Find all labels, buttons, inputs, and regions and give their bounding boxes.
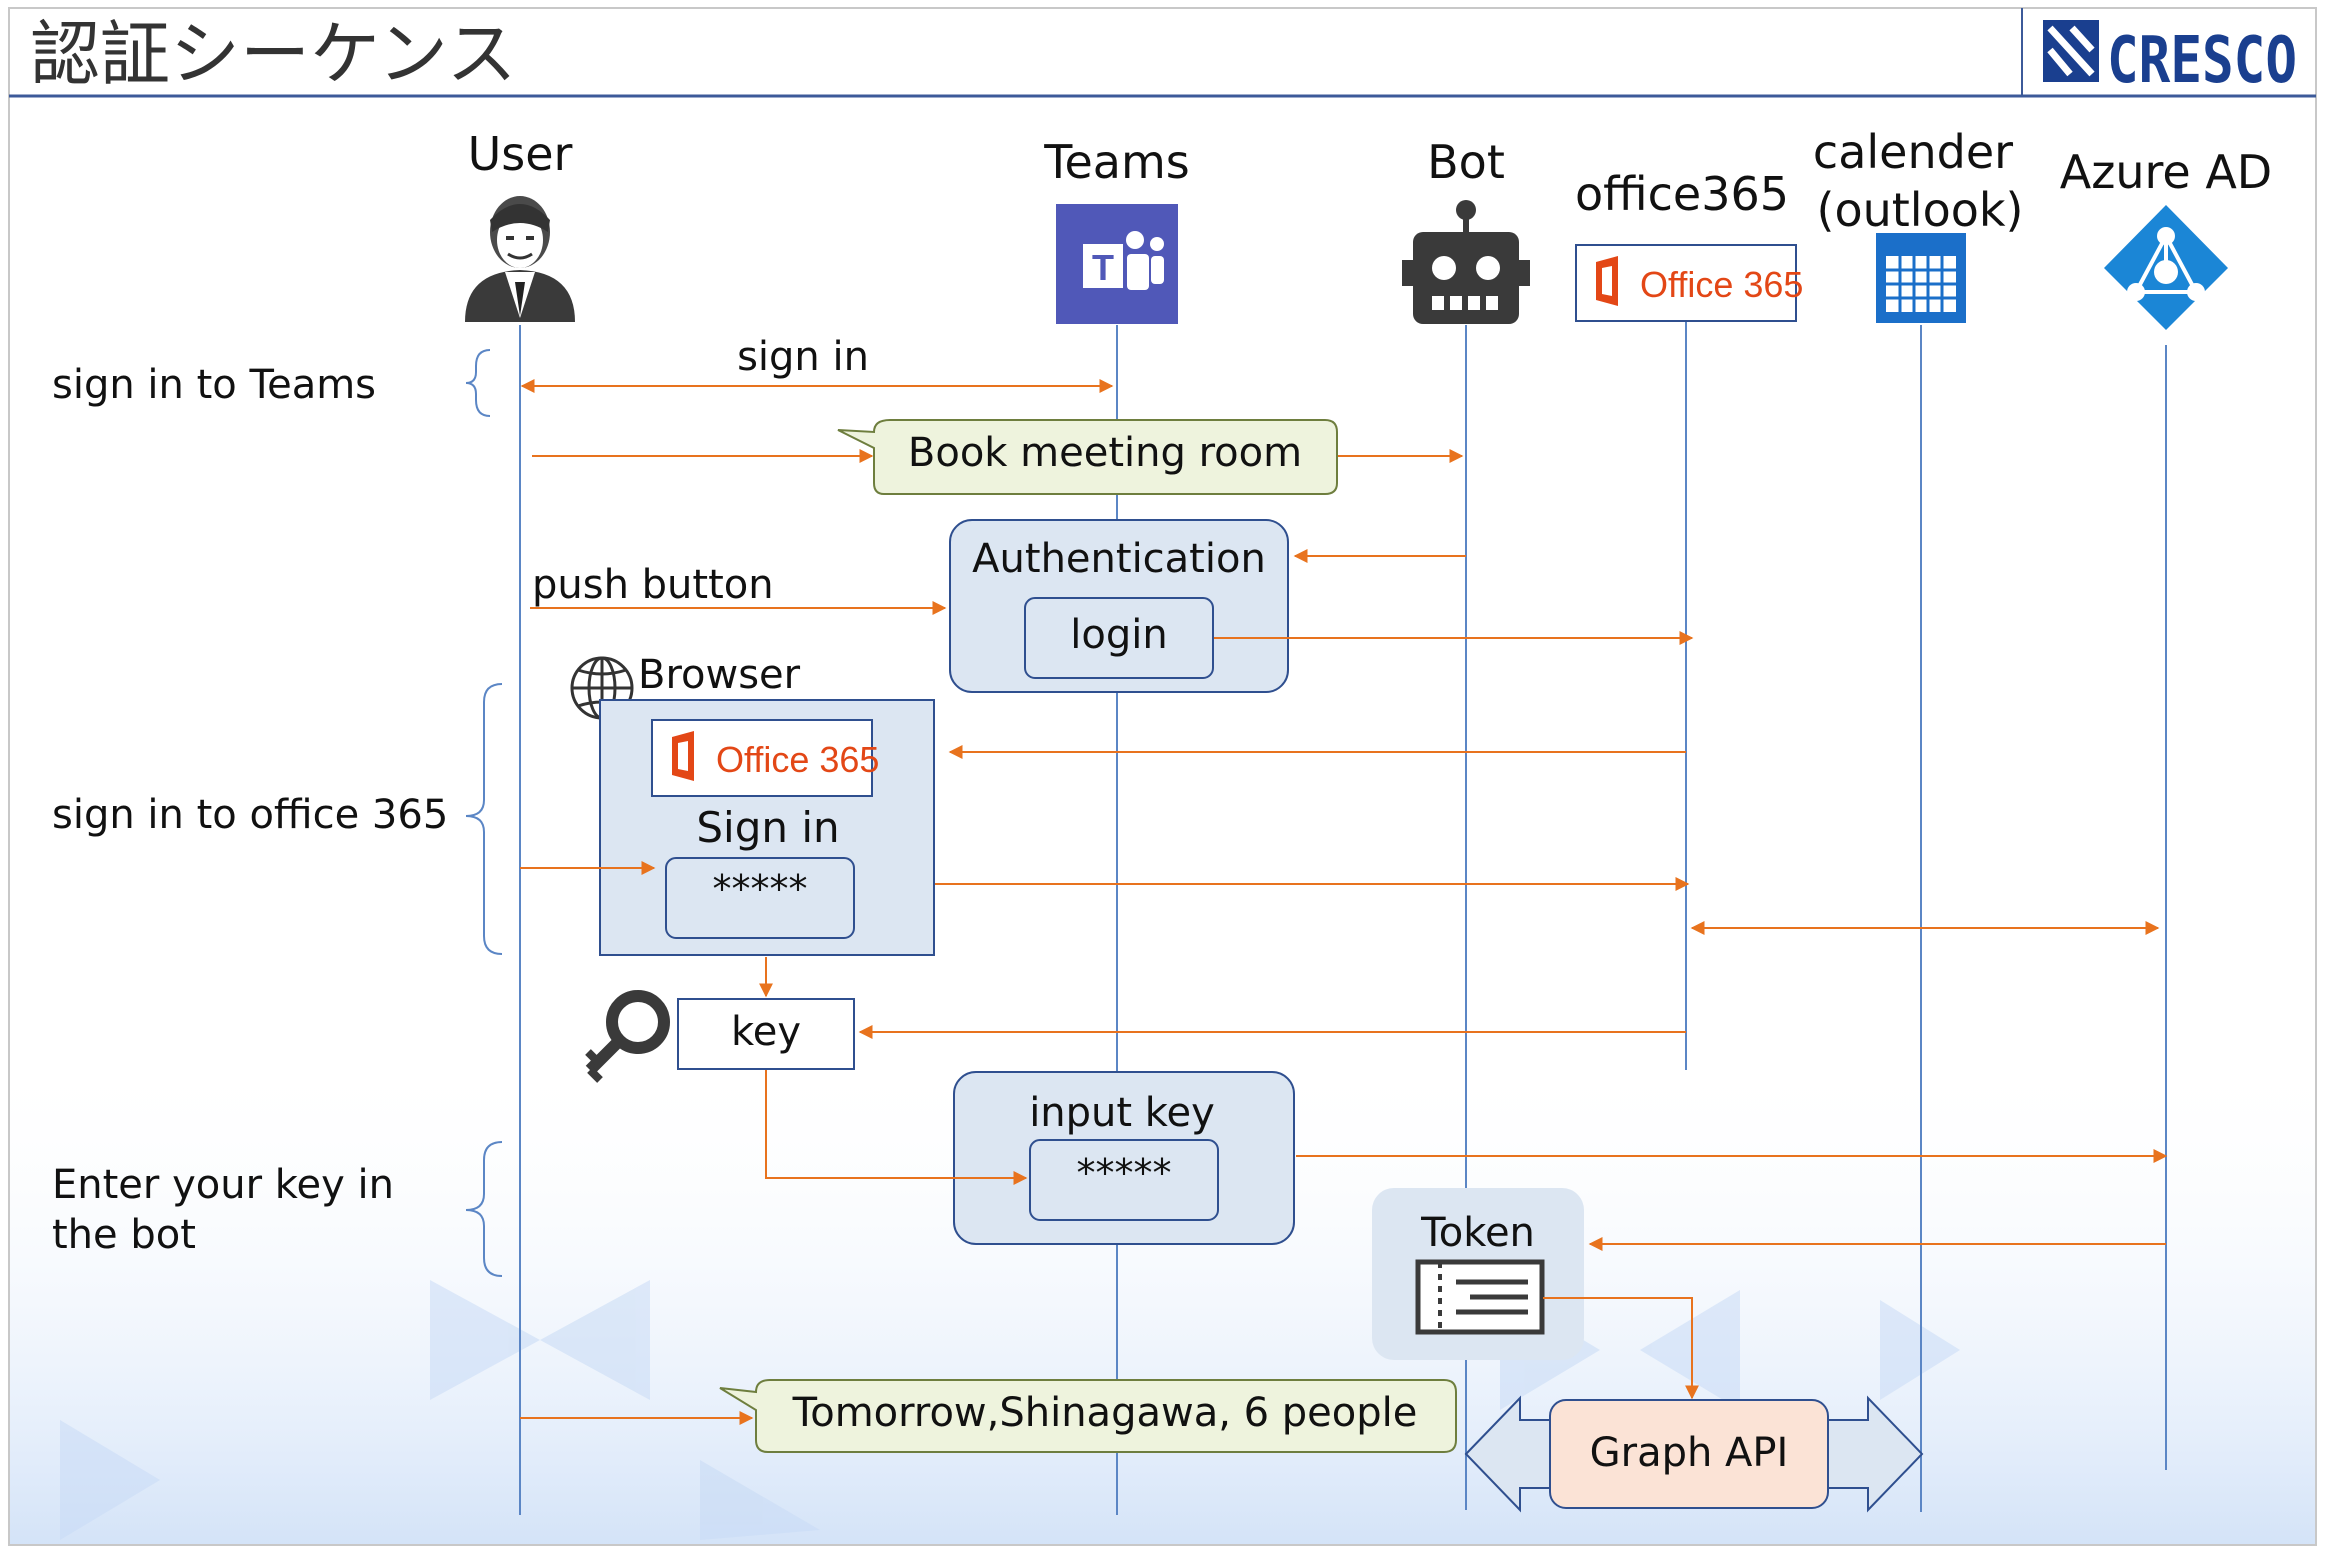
phase-brace-office bbox=[465, 683, 503, 955]
participant-teams-label: Teams bbox=[1043, 135, 1190, 189]
phase-brace-teams bbox=[465, 349, 491, 417]
phase-label-key: Enter your key in bbox=[52, 1162, 394, 1208]
graph-api-label: Graph API bbox=[1590, 1430, 1789, 1476]
browser-office365-logo-text: Office 365 bbox=[716, 739, 879, 780]
office365-logo-text: Office 365 bbox=[1640, 264, 1803, 305]
callout-request-label: Tomorrow,Shinagawa, 6 people bbox=[792, 1390, 1418, 1436]
participant-calender-label: calender bbox=[1813, 125, 2013, 179]
authentication-card-title: Authentication bbox=[972, 536, 1266, 582]
login-button[interactable] bbox=[1024, 597, 1214, 679]
phase-label-key-2: the bot bbox=[52, 1212, 196, 1258]
calendar-icon bbox=[1876, 233, 1966, 323]
password-field-mask: ***** bbox=[713, 867, 808, 911]
office365-logo: Office 365 bbox=[1575, 244, 1803, 322]
cresco-logo: CRESCO bbox=[2043, 20, 2297, 98]
participant-calender-sublabel: (outlook) bbox=[1817, 183, 2024, 237]
key-icon bbox=[585, 990, 670, 1083]
participant-bot-label: Bot bbox=[1427, 135, 1505, 189]
message-push-button-label: push button bbox=[532, 562, 774, 608]
key-box bbox=[677, 998, 855, 1070]
participant-user-label: User bbox=[468, 127, 573, 181]
input-key-field[interactable] bbox=[1029, 1139, 1219, 1221]
browser-sign-in-title: Sign in bbox=[696, 803, 839, 852]
bot-icon bbox=[1402, 200, 1530, 324]
token-icon bbox=[1415, 1259, 1545, 1335]
arrow-key-to-input bbox=[765, 1070, 1028, 1185]
graph-api-box bbox=[1549, 1399, 1829, 1509]
cresco-logo-text: CRESCO bbox=[2107, 24, 2297, 98]
message-sign-in-label: sign in bbox=[737, 334, 869, 380]
password-field[interactable] bbox=[665, 857, 855, 939]
callout-request bbox=[719, 1379, 1457, 1453]
browser-label: Browser bbox=[638, 652, 801, 698]
callout-book-meeting-room bbox=[837, 419, 1338, 495]
input-key-field-mask: ***** bbox=[1077, 1151, 1172, 1195]
azure-ad-icon bbox=[2104, 205, 2228, 330]
participant-azure-label: Azure AD bbox=[2060, 145, 2272, 199]
participant-office365-label: office365 bbox=[1575, 167, 1789, 221]
phase-brace-key bbox=[465, 1141, 503, 1277]
login-button-label: login bbox=[1070, 612, 1167, 658]
key-box-label: key bbox=[731, 1009, 801, 1055]
phase-label-office: sign in to office 365 bbox=[52, 792, 448, 838]
arrow-token-to-graph bbox=[1543, 1297, 1699, 1400]
teams-icon: T bbox=[1056, 204, 1178, 324]
page-title: 認証シーケンス bbox=[30, 13, 517, 95]
phase-label-teams: sign in to Teams bbox=[52, 362, 376, 408]
browser-office365-logo: Office 365 bbox=[651, 719, 879, 797]
token-card-title: Token bbox=[1420, 1210, 1535, 1256]
slide-frame bbox=[8, 7, 2317, 1546]
callout-book-label: Book meeting room bbox=[908, 430, 1302, 476]
teams-icon-letter: T bbox=[1092, 247, 1114, 288]
user-icon bbox=[465, 196, 575, 322]
input-key-card-title: input key bbox=[1029, 1090, 1215, 1136]
